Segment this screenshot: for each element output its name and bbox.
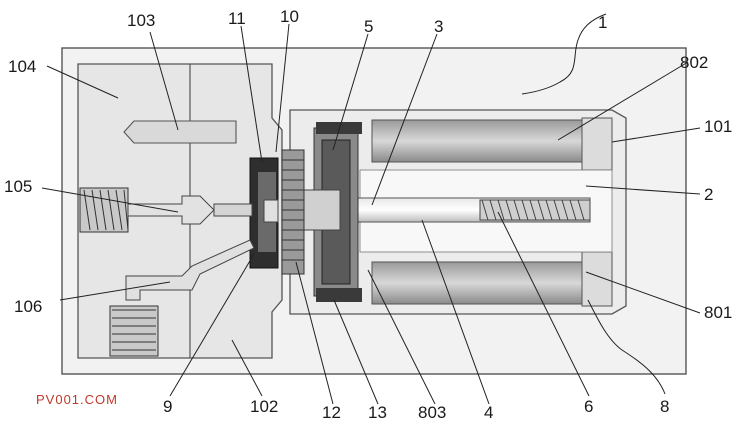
label-11: 11	[228, 9, 246, 28]
label-10: 10	[280, 7, 299, 26]
disc-center	[263, 199, 279, 223]
end-block-lower	[581, 251, 613, 307]
label-4: 4	[484, 403, 493, 422]
label-803: 803	[418, 403, 446, 422]
plunger-105	[127, 195, 215, 225]
spring-6	[479, 199, 591, 221]
upper-pin	[123, 120, 237, 144]
upper-chamber-802	[371, 119, 583, 163]
label-105: 105	[4, 177, 32, 196]
watermark: PV001.COM	[36, 392, 118, 407]
spring-105	[79, 187, 129, 233]
leader-lines	[41, 13, 701, 405]
rotor-hub-12	[299, 189, 341, 231]
latch-106	[125, 239, 255, 301]
threaded-ring-10	[281, 149, 305, 275]
label-106: 106	[14, 297, 42, 316]
label-102: 102	[250, 397, 278, 416]
label-2: 2	[704, 185, 713, 204]
rotor-flange-top	[316, 122, 362, 134]
label-8: 8	[660, 397, 669, 416]
label-12: 12	[322, 403, 341, 422]
end-block-upper	[581, 117, 613, 171]
plunger-collar	[213, 203, 253, 217]
label-104: 104	[8, 57, 36, 76]
label-6: 6	[584, 397, 593, 416]
label-1: 1	[598, 13, 607, 32]
label-13: 13	[368, 403, 387, 422]
label-801: 801	[704, 303, 732, 322]
label-5: 5	[364, 17, 373, 36]
lower-chamber-801	[371, 261, 583, 305]
label-802: 802	[680, 53, 708, 72]
label-103: 103	[127, 11, 155, 30]
rotor-flange-13	[316, 288, 362, 302]
spring-106	[109, 305, 159, 357]
label-101: 101	[704, 117, 732, 136]
label-9: 9	[163, 397, 172, 416]
label-3: 3	[434, 17, 443, 36]
